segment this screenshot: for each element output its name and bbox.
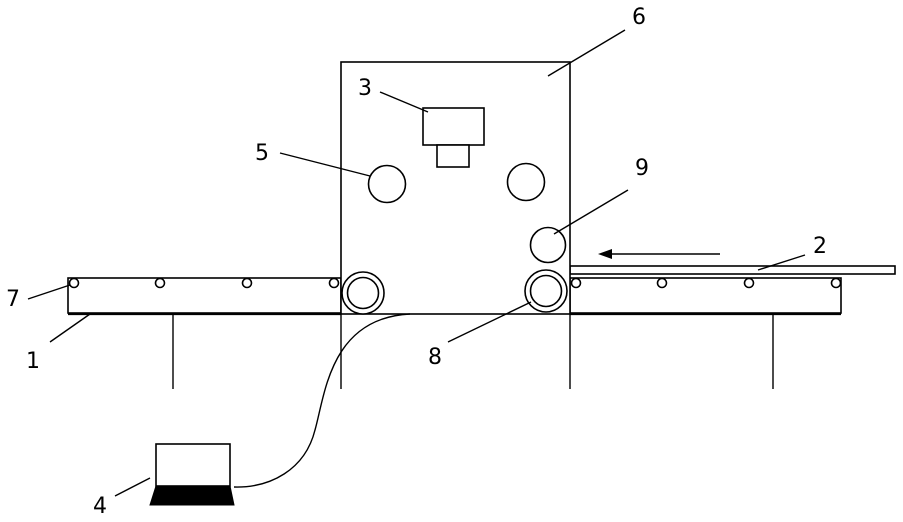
label-4: 4 [93, 494, 107, 519]
right-conveyor [570, 278, 841, 389]
label-2: 2 [813, 234, 827, 259]
right-conveyor-body [570, 278, 841, 313]
drive-roller-left [342, 272, 384, 314]
left-conveyor-roller [156, 279, 165, 288]
left-conveyor-roller [330, 279, 339, 288]
label-5: 5 [255, 141, 269, 166]
right-conveyor-roller [572, 279, 581, 288]
left-conveyor-roller [243, 279, 252, 288]
leader-7 [28, 285, 70, 299]
label-6: 6 [632, 5, 646, 30]
leader-1 [50, 314, 90, 342]
left-conveyor-body [68, 278, 341, 313]
label-7: 7 [6, 287, 20, 312]
label-1: 1 [26, 349, 40, 374]
data-cable [234, 314, 410, 487]
left-conveyor [68, 278, 341, 389]
feed-direction-arrow [598, 249, 720, 259]
left-conveyor-roller [70, 279, 79, 288]
label-3: 3 [358, 76, 372, 101]
leader-4 [115, 478, 150, 496]
light-source-right [508, 164, 545, 201]
drive-roller-right [525, 270, 567, 312]
computer-laptop [150, 444, 234, 505]
sensor-circle [531, 228, 566, 263]
leader-6 [548, 30, 625, 76]
right-conveyor-roller [832, 279, 841, 288]
right-conveyor-roller [745, 279, 754, 288]
right-conveyor-roller [658, 279, 667, 288]
light-source-left [369, 166, 406, 203]
label-9: 9 [635, 156, 649, 181]
workpiece-plate [570, 266, 895, 274]
label-8: 8 [428, 345, 442, 370]
